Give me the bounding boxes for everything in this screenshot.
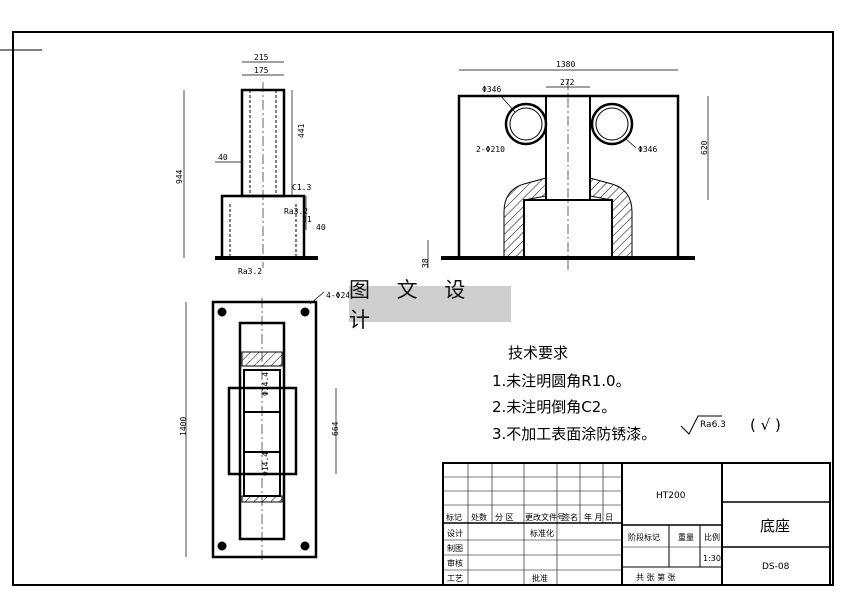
dim-small-1: 31 <box>302 215 312 224</box>
role-design: 设计 <box>447 528 463 538</box>
side-view <box>427 69 709 270</box>
dim-base: 38 <box>421 258 430 268</box>
dim-center: 272 <box>560 78 575 87</box>
role-draft: 制图 <box>447 543 463 553</box>
requirement-2: 2.未注明倒角C2。 <box>492 398 616 416</box>
roughness-symbol: Ra6.3 ( √ ) <box>680 415 781 435</box>
requirement-1: 1.未注明圆角R1.0。 <box>492 372 631 390</box>
side-view-labels: 1380 272 Φ346 2-Φ210 Φ346 620 38 <box>421 60 709 268</box>
header-zone: 分 区 <box>495 513 514 522</box>
sheets-label: 共 张 第 张 <box>636 572 676 582</box>
title-block <box>442 462 831 586</box>
weight-label: 重量 <box>678 532 694 542</box>
header-count: 处数 <box>471 512 487 522</box>
technical-requirements: 技术要求 1.未注明圆角R1.0。 2.未注明倒角C2。 3.不加工表面涂防锈漆… <box>492 344 656 443</box>
ratio-label: 比例 <box>704 532 720 542</box>
drawing-number: DS-08 <box>762 562 790 572</box>
approval-label: 批准 <box>532 573 548 583</box>
dim-chamfer-1: C1.3 <box>292 183 311 192</box>
front-view-labels: 215 175 944 441 40 C1.3 Ra3.2 31 40 Ra3.… <box>175 53 326 276</box>
dim-height: 620 <box>700 140 709 155</box>
role-process: 工艺 <box>447 574 463 583</box>
dim-chamfer-2: Ra3.2 <box>284 207 308 216</box>
top-view <box>185 291 337 562</box>
watermark: 图 文 设 计 <box>349 278 511 332</box>
dim-top-inner: 175 <box>254 66 269 75</box>
drawing-frame <box>0 31 834 586</box>
dim-hole-left: Φ346 <box>482 85 501 94</box>
dim-left-wall: 40 <box>218 153 228 162</box>
dim-base-rough: Ra3.2 <box>238 267 262 276</box>
title-block-text: HT200 底座 DS-08 1:30 标记 处数 分 区 更改文件号 签名 年… <box>446 491 790 583</box>
dim-hole-right: Φ346 <box>638 145 657 154</box>
requirement-3: 3.不加工表面涂防锈漆。 <box>492 425 656 443</box>
dim-slot-2: Φ14.4 <box>261 452 270 476</box>
dim-length: 1400 <box>179 417 188 436</box>
header-sign: 签名 <box>562 512 578 522</box>
dim-small-2: 40 <box>316 223 326 232</box>
roughness-value: Ra6.3 <box>700 420 726 430</box>
dim-height-upper: 441 <box>297 123 306 138</box>
dim-corner-holes: 4-Φ24 <box>326 291 350 300</box>
dim-hole-count: 2-Φ210 <box>476 145 505 154</box>
stage-mark-label: 阶段标记 <box>628 532 660 542</box>
header-change-doc: 更改文件号 <box>525 512 565 522</box>
dim-width: 1380 <box>556 60 575 69</box>
dim-top-outer: 215 <box>254 53 269 62</box>
material: HT200 <box>656 491 686 501</box>
front-view <box>183 61 318 268</box>
dim-height-total: 944 <box>175 169 184 184</box>
role-review: 审核 <box>447 558 463 568</box>
requirements-title: 技术要求 <box>508 344 568 362</box>
header-mark: 标记 <box>446 512 462 522</box>
roughness-mark: ( √ ) <box>750 416 781 434</box>
part-name: 底座 <box>760 517 790 535</box>
dim-slot-1: Φ14.4 <box>261 372 270 396</box>
top-view-labels: 4-Φ24 1400 664 Φ14.4 Φ14.4 <box>179 291 350 476</box>
standardization-label: 标准化 <box>530 528 554 538</box>
scale: 1:30 <box>703 554 721 563</box>
header-date: 年 月 日 <box>584 512 613 522</box>
dim-inner: 664 <box>331 421 340 436</box>
